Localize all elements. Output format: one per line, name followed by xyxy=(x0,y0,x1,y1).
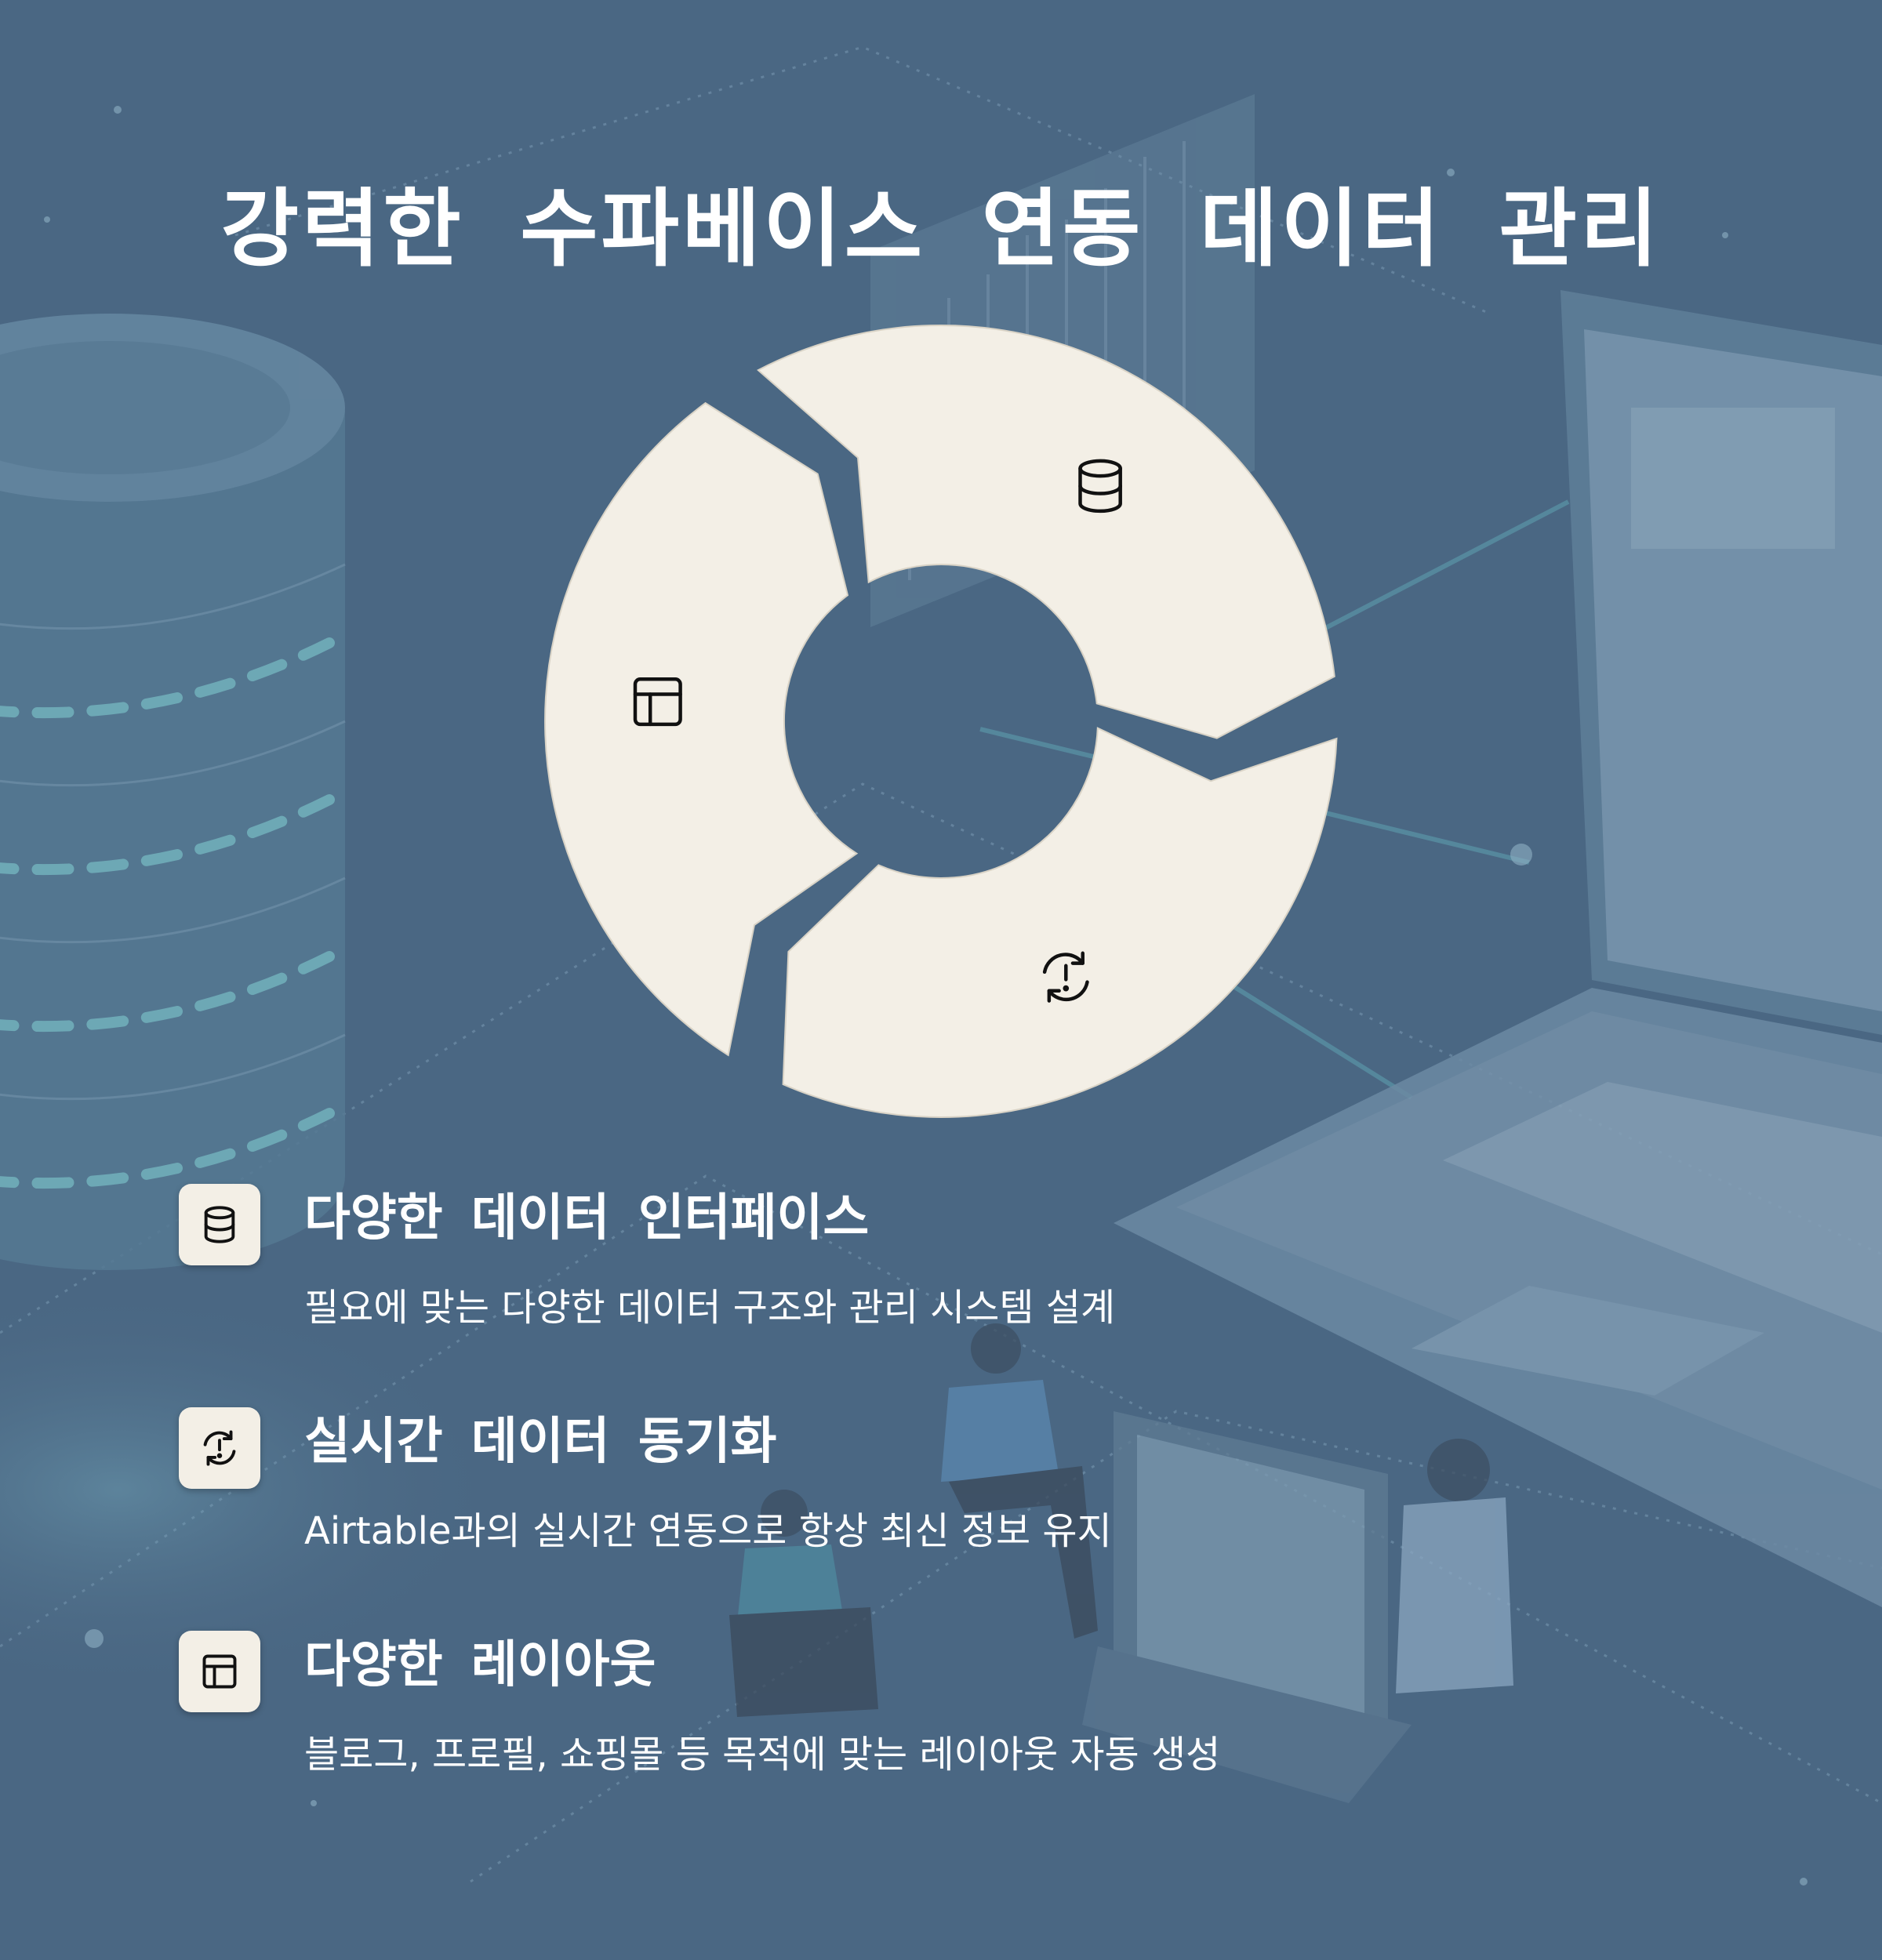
feature-title: 다양한 레이아웃 xyxy=(304,1636,656,1694)
server-stack-illustration xyxy=(0,314,346,1270)
feature-description: 블로그, 프로필, 쇼핑몰 등 목적에 맞는 레이아웃 자동 생성 xyxy=(304,1733,1221,1777)
people-illustration xyxy=(729,1323,1513,1803)
laptop-illustration xyxy=(1114,290,1882,1607)
cycle-segment-database xyxy=(757,325,1335,739)
cycle-segment-sync xyxy=(782,727,1338,1118)
feature-title: 다양한 데이터 인터페이스 xyxy=(304,1189,870,1247)
sync-alert-icon xyxy=(203,1430,236,1466)
layout-icon xyxy=(202,1654,237,1689)
cycle-segment-layout xyxy=(544,401,859,1057)
page-title: 강력한 수파베이스 연동 데이터 관리 xyxy=(220,180,1662,278)
feature-icon-box xyxy=(179,1631,260,1712)
sync-alert-icon xyxy=(1042,951,1089,1003)
layout-icon xyxy=(633,677,682,727)
database-icon xyxy=(1078,459,1122,514)
feature-title: 실시간 데이터 동기화 xyxy=(304,1413,777,1471)
feature-description: Airtable과의 실시간 연동으로 항상 최신 정보 유지 xyxy=(304,1509,1112,1553)
feature-icon-box xyxy=(179,1407,260,1489)
cycle-diagram xyxy=(544,325,1338,1118)
feature-icon-box xyxy=(179,1184,260,1265)
feature-description: 필요에 맞는 다양한 데이터 구조와 관리 시스템 설계 xyxy=(304,1286,1116,1330)
database-icon xyxy=(204,1206,235,1243)
